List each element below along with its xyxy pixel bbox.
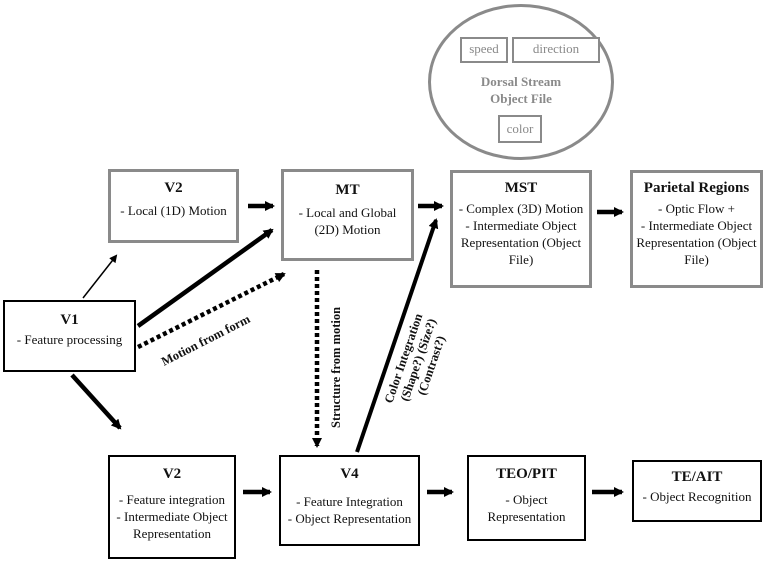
mt-line-1: - Local and Global: [298, 205, 397, 220]
mt-title: MT: [335, 182, 360, 198]
v4-line-2: - Object Representation: [287, 511, 412, 526]
v4-title: V4: [340, 466, 359, 482]
parietal-title: Parietal Regions: [643, 180, 750, 196]
mst-line-1: - Complex (3D) Motion: [458, 201, 584, 216]
parietal-box: Parietal Regions - Optic Flow + - Interm…: [630, 170, 763, 288]
v1-box: V1 - Feature processing: [3, 300, 136, 372]
v2-bottom-box: V2 - Feature integration - Intermediate …: [108, 455, 236, 559]
v2-bottom-line-3: Representation: [133, 526, 211, 541]
dorsal-title-line1: Dorsal Stream: [480, 74, 562, 89]
v1-title: V1: [60, 312, 79, 328]
v2-top-line: - Local (1D) Motion: [120, 203, 227, 218]
speed-feature: speed: [460, 37, 508, 63]
v1-line: - Feature processing: [16, 332, 123, 347]
v2-bottom-line-2: - Intermediate Object: [116, 509, 228, 524]
te-ait-line: - Object Recognition: [642, 489, 752, 504]
direction-feature: direction: [512, 37, 600, 63]
v2-bottom-title: V2: [162, 466, 182, 482]
parietal-line-2: - Intermediate Object: [640, 218, 753, 233]
teo-pit-line-1: - Object: [505, 492, 548, 507]
parietal-line-3: Representation (Object: [636, 235, 757, 250]
motion-from-form-label: Motion from form: [159, 312, 253, 369]
teo-pit-box: TEO/PIT - Object Representation: [467, 455, 586, 541]
arrow-v1-to-v2-top: [82, 254, 118, 299]
v2-top-title: V2: [164, 180, 183, 196]
arrow-color-integration: [355, 218, 439, 453]
mst-line-4: File): [508, 252, 534, 267]
mt-line-2: (2D) Motion: [314, 222, 381, 237]
te-ait-box: TE/AIT - Object Recognition: [632, 460, 762, 522]
parietal-line-4: File): [684, 252, 709, 267]
v2-bottom-line-1: - Feature integration: [118, 492, 226, 507]
mst-line-3: Representation (Object: [460, 235, 582, 250]
te-ait-title: TE/AIT: [671, 469, 723, 485]
color-feature: color: [498, 115, 542, 143]
v4-line-1: - Feature Integration: [296, 494, 403, 509]
teo-pit-line-2: Representation: [487, 509, 566, 524]
dorsal-title-line2: Object File: [490, 91, 552, 106]
structure-from-motion-label: Structure from motion: [329, 307, 343, 428]
mst-title: MST: [504, 180, 538, 196]
teo-pit-title: TEO/PIT: [496, 466, 557, 482]
dorsal-object-file-title: Dorsal Stream Object File: [440, 73, 602, 107]
mst-line-2: - Intermediate Object: [465, 218, 577, 233]
arrow-v1-to-mt: [136, 228, 274, 328]
arrow-v1-to-v2-bottom: [70, 373, 122, 430]
arrow-motion-from-form: [136, 271, 286, 350]
mst-box: MST - Complex (3D) Motion - Intermediate…: [450, 170, 592, 288]
v2-top-box: V2 - Local (1D) Motion: [108, 169, 239, 243]
v4-box: V4 - Feature Integration - Object Repres…: [279, 455, 420, 546]
mt-box: MT - Local and Global (2D) Motion: [281, 169, 414, 261]
parietal-line-1: - Optic Flow +: [657, 201, 736, 216]
